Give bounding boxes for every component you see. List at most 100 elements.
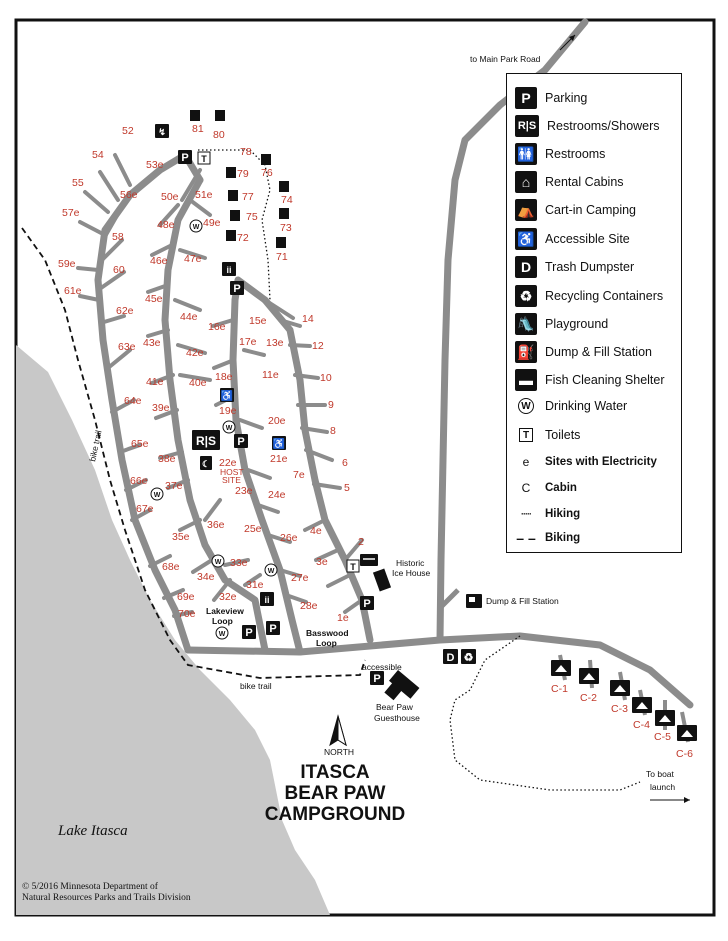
site-number-label: 59e bbox=[58, 258, 76, 270]
site-number-label: 81 bbox=[192, 123, 204, 135]
dump-fill-station-icon: ⛽ bbox=[515, 341, 537, 363]
svg-text:ii: ii bbox=[264, 595, 269, 605]
title-line-3: CAMPGROUND bbox=[264, 804, 406, 825]
site-number-label: 37e bbox=[165, 480, 183, 492]
ice-house-building bbox=[372, 568, 392, 592]
site-number-label: 58 bbox=[112, 231, 124, 243]
site-number-label: C-4 bbox=[633, 719, 650, 731]
legend-label: Restrooms bbox=[545, 147, 606, 161]
recycle-marker: ♻ bbox=[461, 649, 476, 664]
site-number-label: 41e bbox=[146, 376, 164, 388]
site-labels: 52545557e59e61e56e586062e63e64e65e66e67e… bbox=[58, 123, 693, 760]
site-number-label: 18e bbox=[215, 371, 233, 383]
fish-cleaning-marker bbox=[360, 554, 378, 566]
legend-label: Cabin bbox=[545, 482, 577, 494]
site-number-label: 15e bbox=[249, 315, 267, 327]
lakeview-inner-road bbox=[161, 176, 269, 654]
site-number-label: 2 bbox=[358, 536, 364, 548]
fish-cleaning-shelter-icon: ▬ bbox=[515, 369, 537, 391]
site-number-label: 73 bbox=[280, 222, 292, 234]
north-label: NORTH bbox=[324, 747, 354, 757]
site-number-label: 20e bbox=[268, 415, 286, 427]
site-number-label: C-6 bbox=[676, 748, 693, 760]
svg-text:♻: ♻ bbox=[464, 652, 474, 664]
legend-row: ····· Hiking bbox=[515, 502, 580, 526]
legend-row: ▬Fish Cleaning Shelter bbox=[515, 368, 665, 392]
svg-text:P: P bbox=[373, 673, 380, 685]
site-number-label: 6 bbox=[342, 457, 348, 469]
cart-in-camping-icon: ⛺ bbox=[515, 199, 537, 221]
site-number-label: 55 bbox=[72, 177, 84, 189]
site-number-label: 40e bbox=[189, 377, 207, 389]
site-number-label: 61e bbox=[64, 285, 82, 297]
cabin-letter-icon: C bbox=[521, 481, 531, 495]
site-number-label: 67e bbox=[136, 503, 154, 515]
site-number-label: 80 bbox=[213, 129, 225, 141]
site-number-label: 75 bbox=[246, 211, 258, 223]
svg-text:T: T bbox=[350, 562, 356, 572]
site-number-label: 17e bbox=[239, 336, 257, 348]
site-number-label: 39e bbox=[152, 402, 170, 414]
copyright-line-1: © 5/2016 Minnesota Department of bbox=[22, 882, 158, 892]
site-number-label: 4e bbox=[310, 525, 322, 537]
svg-text:P: P bbox=[237, 436, 244, 448]
parking-icon: P bbox=[515, 87, 537, 109]
svg-text:W: W bbox=[268, 568, 275, 575]
guesthouse-label-2: Guesthouse bbox=[374, 713, 420, 723]
svg-text:T: T bbox=[201, 154, 207, 164]
legend-label: Drinking Water bbox=[545, 399, 628, 413]
site-number-label: 70e bbox=[178, 608, 196, 620]
legend-label: Recycling Containers bbox=[545, 289, 664, 303]
site-number-label: 38e bbox=[158, 453, 176, 465]
biking-line-icon: – – bbox=[516, 530, 536, 546]
cabin-markers bbox=[551, 660, 697, 741]
site-number-label: 62e bbox=[116, 305, 134, 317]
site-number-label: 25e bbox=[244, 523, 262, 535]
hiking-line-icon: ····· bbox=[521, 509, 532, 519]
campground-title: ITASCA BEAR PAW CAMPGROUND bbox=[250, 762, 420, 825]
site-number-label: 3e bbox=[316, 556, 328, 568]
legend-label: Playground bbox=[545, 317, 609, 331]
site-number-label: 74 bbox=[281, 194, 293, 206]
accessible-site-icon: ♿ bbox=[515, 228, 537, 250]
site-number-label: 54 bbox=[92, 149, 104, 161]
legend-label: Hiking bbox=[545, 508, 581, 520]
lakeview-loop-label-2: Loop bbox=[212, 616, 233, 626]
site-number-label: 47e bbox=[184, 253, 202, 265]
basswood-loop-label-1: Basswood bbox=[306, 628, 349, 638]
restrooms-showers-icon: R|S bbox=[515, 115, 539, 137]
legend-label: Rental Cabins bbox=[545, 175, 624, 189]
legend-row: – –Biking bbox=[515, 526, 580, 550]
toilet-markers: T T bbox=[197, 151, 360, 573]
restrooms-icon: 🚻 bbox=[515, 143, 537, 165]
legend-row: ⛺Cart-in Camping bbox=[515, 198, 636, 222]
to-main-road-label: to Main Park Road bbox=[470, 54, 541, 64]
site-number-label: 16e bbox=[208, 321, 226, 333]
svg-text:D: D bbox=[447, 652, 455, 664]
site-number-label: 32e bbox=[219, 591, 237, 603]
copyright-notice: © 5/2016 Minnesota Department of Natural… bbox=[22, 882, 191, 904]
lakeview-loop-label-1: Lakeview bbox=[206, 606, 244, 616]
site-number-label: 26e bbox=[280, 532, 298, 544]
site-number-label: 79 bbox=[237, 168, 249, 180]
hiking-trail bbox=[198, 149, 271, 301]
restroom-markers: ii ii bbox=[222, 262, 274, 606]
site-number-label: 19e bbox=[219, 405, 237, 417]
site-number-label: 21e bbox=[270, 453, 288, 465]
title-line-2: BEAR PAW bbox=[284, 783, 386, 804]
site-number-label: 36e bbox=[207, 519, 225, 531]
site-number-label: 27e bbox=[291, 572, 309, 584]
site-number-label: 23e bbox=[235, 485, 253, 497]
site-number-label: 42e bbox=[186, 347, 204, 359]
drinking-water-letters: WWW WWW bbox=[154, 224, 275, 638]
dump-spur bbox=[438, 588, 460, 610]
svg-text:♿: ♿ bbox=[273, 437, 285, 450]
accessible-label: accessible bbox=[362, 662, 402, 672]
playground-icon: 🛝 bbox=[515, 313, 537, 335]
copyright-line-2: Natural Resources Parks and Trails Divis… bbox=[22, 893, 191, 903]
site-number-label: 52 bbox=[122, 125, 134, 137]
site-number-label: 76 bbox=[261, 167, 273, 179]
